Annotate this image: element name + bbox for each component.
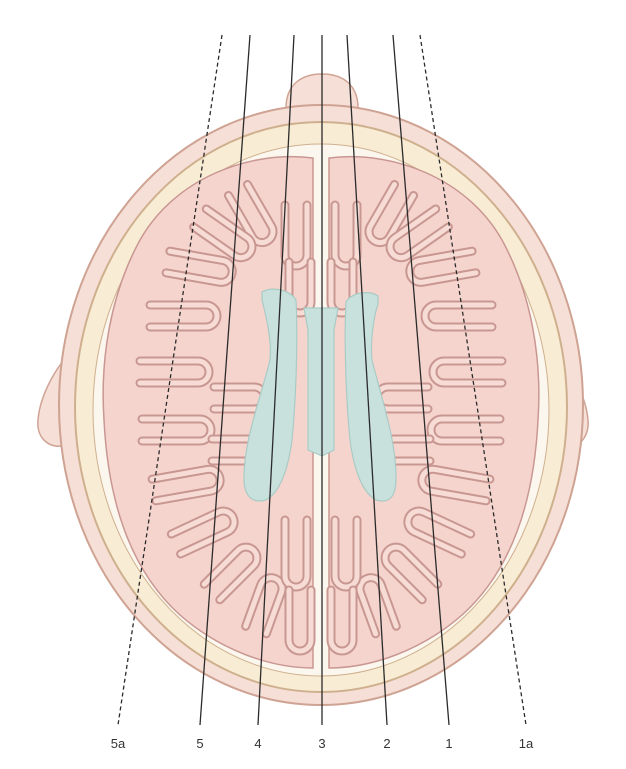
third-ventricle-septum [304, 308, 338, 456]
scan-plane-labels: 5a 5 4 3 2 1 1a [111, 736, 534, 751]
head-cross-section [38, 74, 588, 705]
scan-line-label-2: 2 [383, 736, 390, 751]
scan-line-label-1a: 1a [519, 736, 534, 751]
scan-line-label-3: 3 [318, 736, 325, 751]
scan-line-label-5a: 5a [111, 736, 126, 751]
scan-line-label-1: 1 [445, 736, 452, 751]
scan-line-label-5: 5 [196, 736, 203, 751]
scan-line-label-4: 4 [254, 736, 261, 751]
